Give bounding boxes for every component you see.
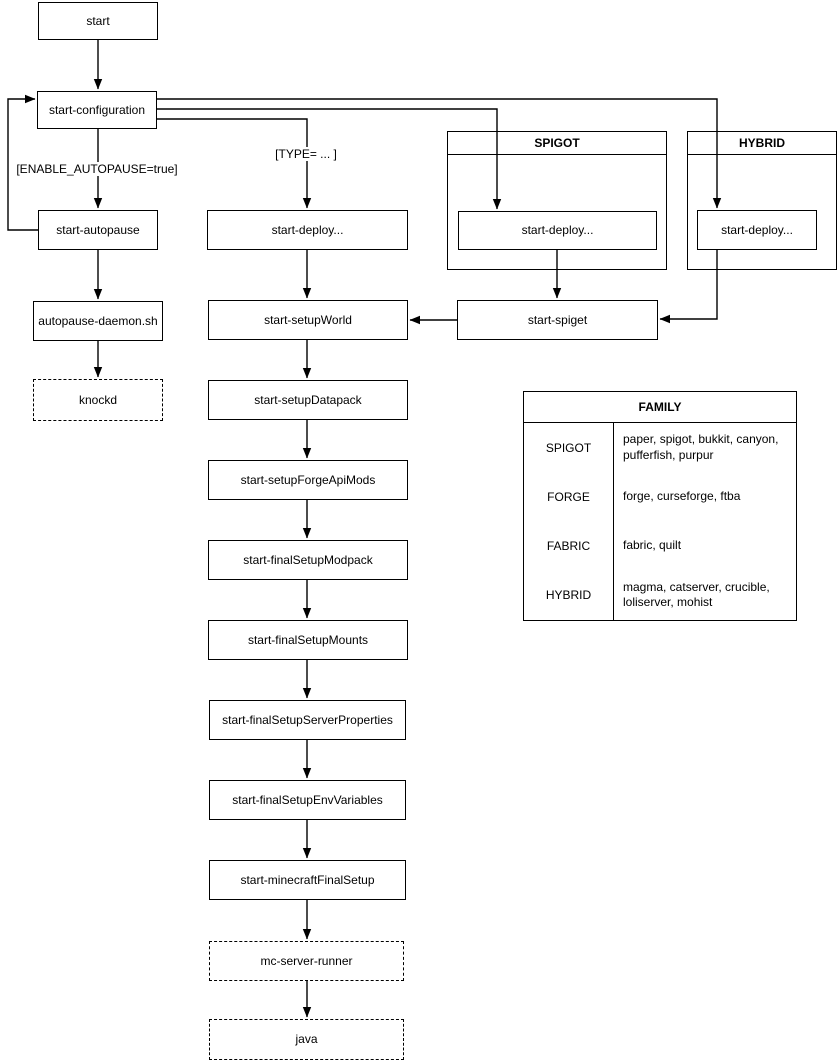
node-start-setupworld: start-setupWorld bbox=[208, 300, 408, 340]
family-row-name: FABRIC bbox=[524, 521, 614, 571]
family-row-members: magma, catserver, crucible, loliserver, … bbox=[623, 579, 770, 610]
edge-label-type: [TYPE= ... ] bbox=[272, 147, 340, 161]
family-row-name: SPIGOT bbox=[524, 423, 614, 473]
node-start-configuration: start-configuration bbox=[37, 91, 157, 129]
node-start-finalsetupserverproperties: start-finalSetupServerProperties bbox=[209, 700, 406, 740]
node-mc-server-runner: mc-server-runner bbox=[209, 941, 404, 981]
node-start-spiget: start-spiget bbox=[457, 300, 658, 340]
node-start-finalsetupmounts: start-finalSetupMounts bbox=[208, 620, 408, 660]
node-autopause-daemon: autopause-daemon.sh bbox=[33, 301, 163, 341]
node-spigot-start-deploy: start-deploy... bbox=[458, 211, 657, 250]
family-table: FAMILY SPIGOT paper, spigot, bukkit, can… bbox=[523, 391, 797, 621]
node-java: java bbox=[209, 1019, 404, 1060]
family-row-name: HYBRID bbox=[524, 570, 614, 620]
family-table-title: FAMILY bbox=[524, 392, 796, 423]
edge-label-enable-autopause: [ENABLE_AUTOPAUSE=true] bbox=[13, 162, 181, 176]
node-start-setupforgeapimods: start-setupForgeApiMods bbox=[208, 460, 408, 500]
node-knockd: knockd bbox=[33, 379, 163, 421]
node-start-deploy-type: start-deploy... bbox=[207, 210, 408, 250]
family-row-members: fabric, quilt bbox=[623, 538, 682, 553]
node-start-minecraftfinalsetup: start-minecraftFinalSetup bbox=[209, 860, 406, 900]
family-row-members: paper, spigot, bukkit, canyon, pufferfis… bbox=[623, 432, 779, 462]
node-start-finalsetupmodpack: start-finalSetupModpack bbox=[208, 540, 408, 580]
node-start: start bbox=[38, 2, 158, 40]
family-row-members: forge, curseforge, ftba bbox=[623, 489, 741, 504]
family-table-body: SPIGOT paper, spigot, bukkit, canyon, pu… bbox=[524, 423, 796, 620]
family-row-name: FORGE bbox=[524, 472, 614, 522]
hybrid-container-title: HYBRID bbox=[688, 132, 836, 155]
node-hybrid-start-deploy: start-deploy... bbox=[697, 210, 817, 250]
node-start-setupdatapack: start-setupDatapack bbox=[208, 380, 408, 420]
node-start-autopause: start-autopause bbox=[38, 210, 158, 250]
node-start-finalsetupenvvariables: start-finalSetupEnvVariables bbox=[209, 780, 406, 820]
spigot-container-title: SPIGOT bbox=[448, 132, 666, 155]
